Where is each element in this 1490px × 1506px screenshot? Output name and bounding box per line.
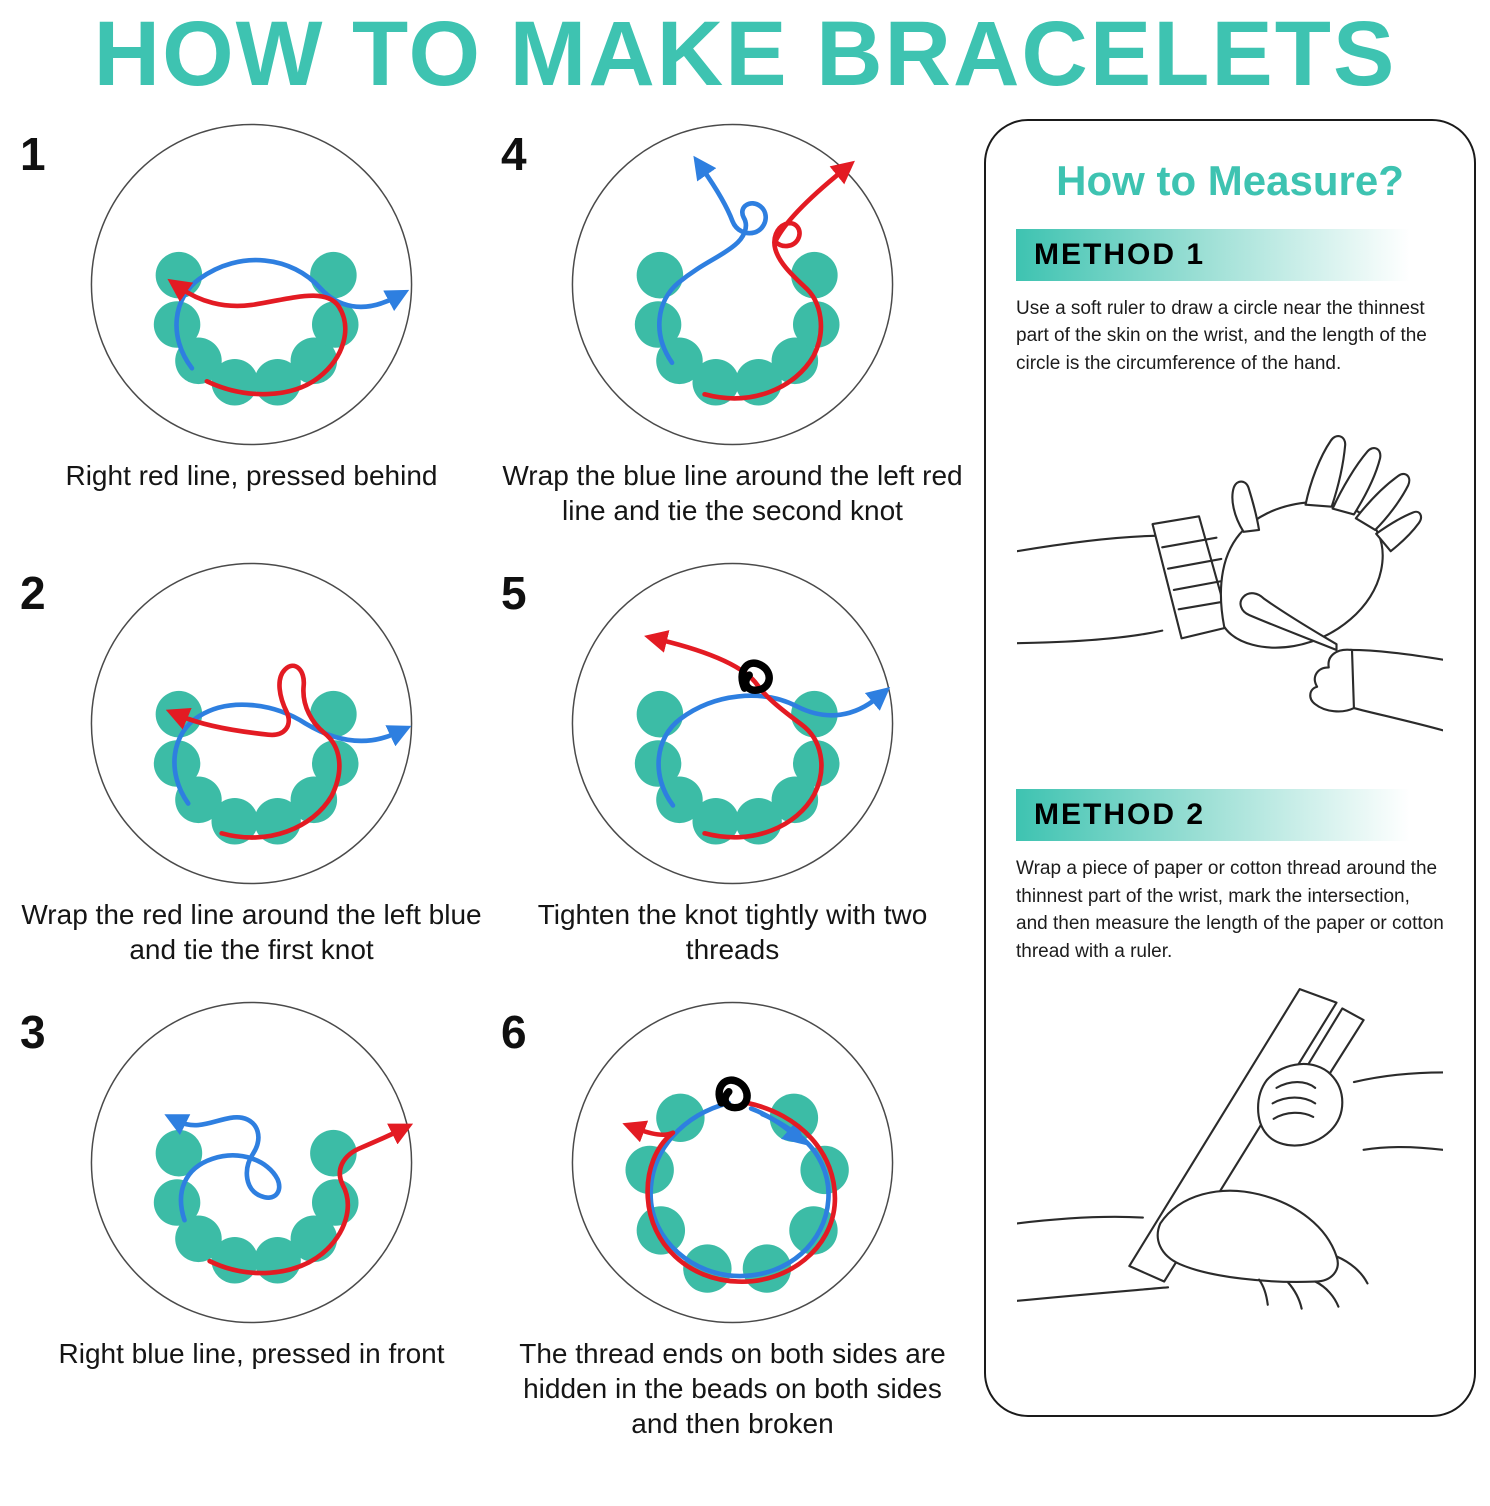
step-1-number: 1 [20,127,46,180]
steps-grid: 1 Right red line, pressed behind 2 Wrap … [14,113,970,1441]
step-3-number: 3 [20,1005,46,1058]
knot-icon [738,659,773,694]
method-2-header: METHOD 2 [1016,789,1444,842]
step-4-number: 4 [501,127,527,180]
method-2-label: METHOD 2 [1034,798,1206,832]
step-5-caption: Tighten the knot tightly with two thread… [537,898,928,965]
step-6-number: 6 [501,1005,527,1058]
step-2: 2 Wrap the red line around the left blue… [14,552,489,967]
method-2-text: Wrap a piece of paper or cotton thread a… [1016,858,1444,962]
pointing-hand [1309,648,1355,713]
holding-hand [1257,1063,1344,1147]
step-3: 3 Right blue line, pressed in front [14,991,489,1441]
step-6-caption: The thread ends on both sides are hidden… [519,1337,946,1439]
method-1-text: Use a soft ruler to draw a circle near t… [1016,297,1427,374]
ruler-band [1151,515,1232,640]
method-1-header: METHOD 1 [1016,228,1444,281]
step-2-caption: Wrap the red line around the left blue a… [21,898,482,965]
measure-title: How to Measure? [1056,156,1404,204]
step-2-number: 2 [20,566,46,619]
step-6: 6 The thread ends on both sides are hidd… [495,991,970,1441]
step-5: 5 Tighten the knot tightly with two thre… [495,552,970,967]
bracelet-diagram-1 [90,123,413,445]
step-5-number: 5 [501,566,527,619]
page-title: HOW TO MAKE BRACELETS [93,3,1397,105]
measure-method-1-illustration [1017,435,1443,732]
step-1-caption: Right red line, pressed behind [65,459,438,491]
step-3-caption: Right blue line, pressed in front [58,1337,445,1369]
bracelet-diagram-3 [90,1001,414,1323]
measure-panel: How to Measure? METHOD 1 Use a soft rule… [984,118,1476,1417]
bracelet-diagram-5 [571,562,894,884]
bracelet-diagram-2 [90,562,413,884]
resting-hand [1156,1190,1339,1284]
measure-method-2-illustration [1017,988,1443,1311]
main-layout: 1 Right red line, pressed behind 2 Wrap … [0,113,1490,1441]
method-1-label: METHOD 1 [1034,237,1206,271]
knot-icon [715,1076,751,1111]
bracelet-diagram-6 [571,1001,894,1323]
step-4: 4 Wrap the blue line around the left red… [495,113,970,528]
step-1: 1 Right red line, pressed behind [14,113,489,528]
bracelet-diagram-4 [571,123,894,445]
step-4-caption: Wrap the blue line around the left red l… [502,459,963,526]
